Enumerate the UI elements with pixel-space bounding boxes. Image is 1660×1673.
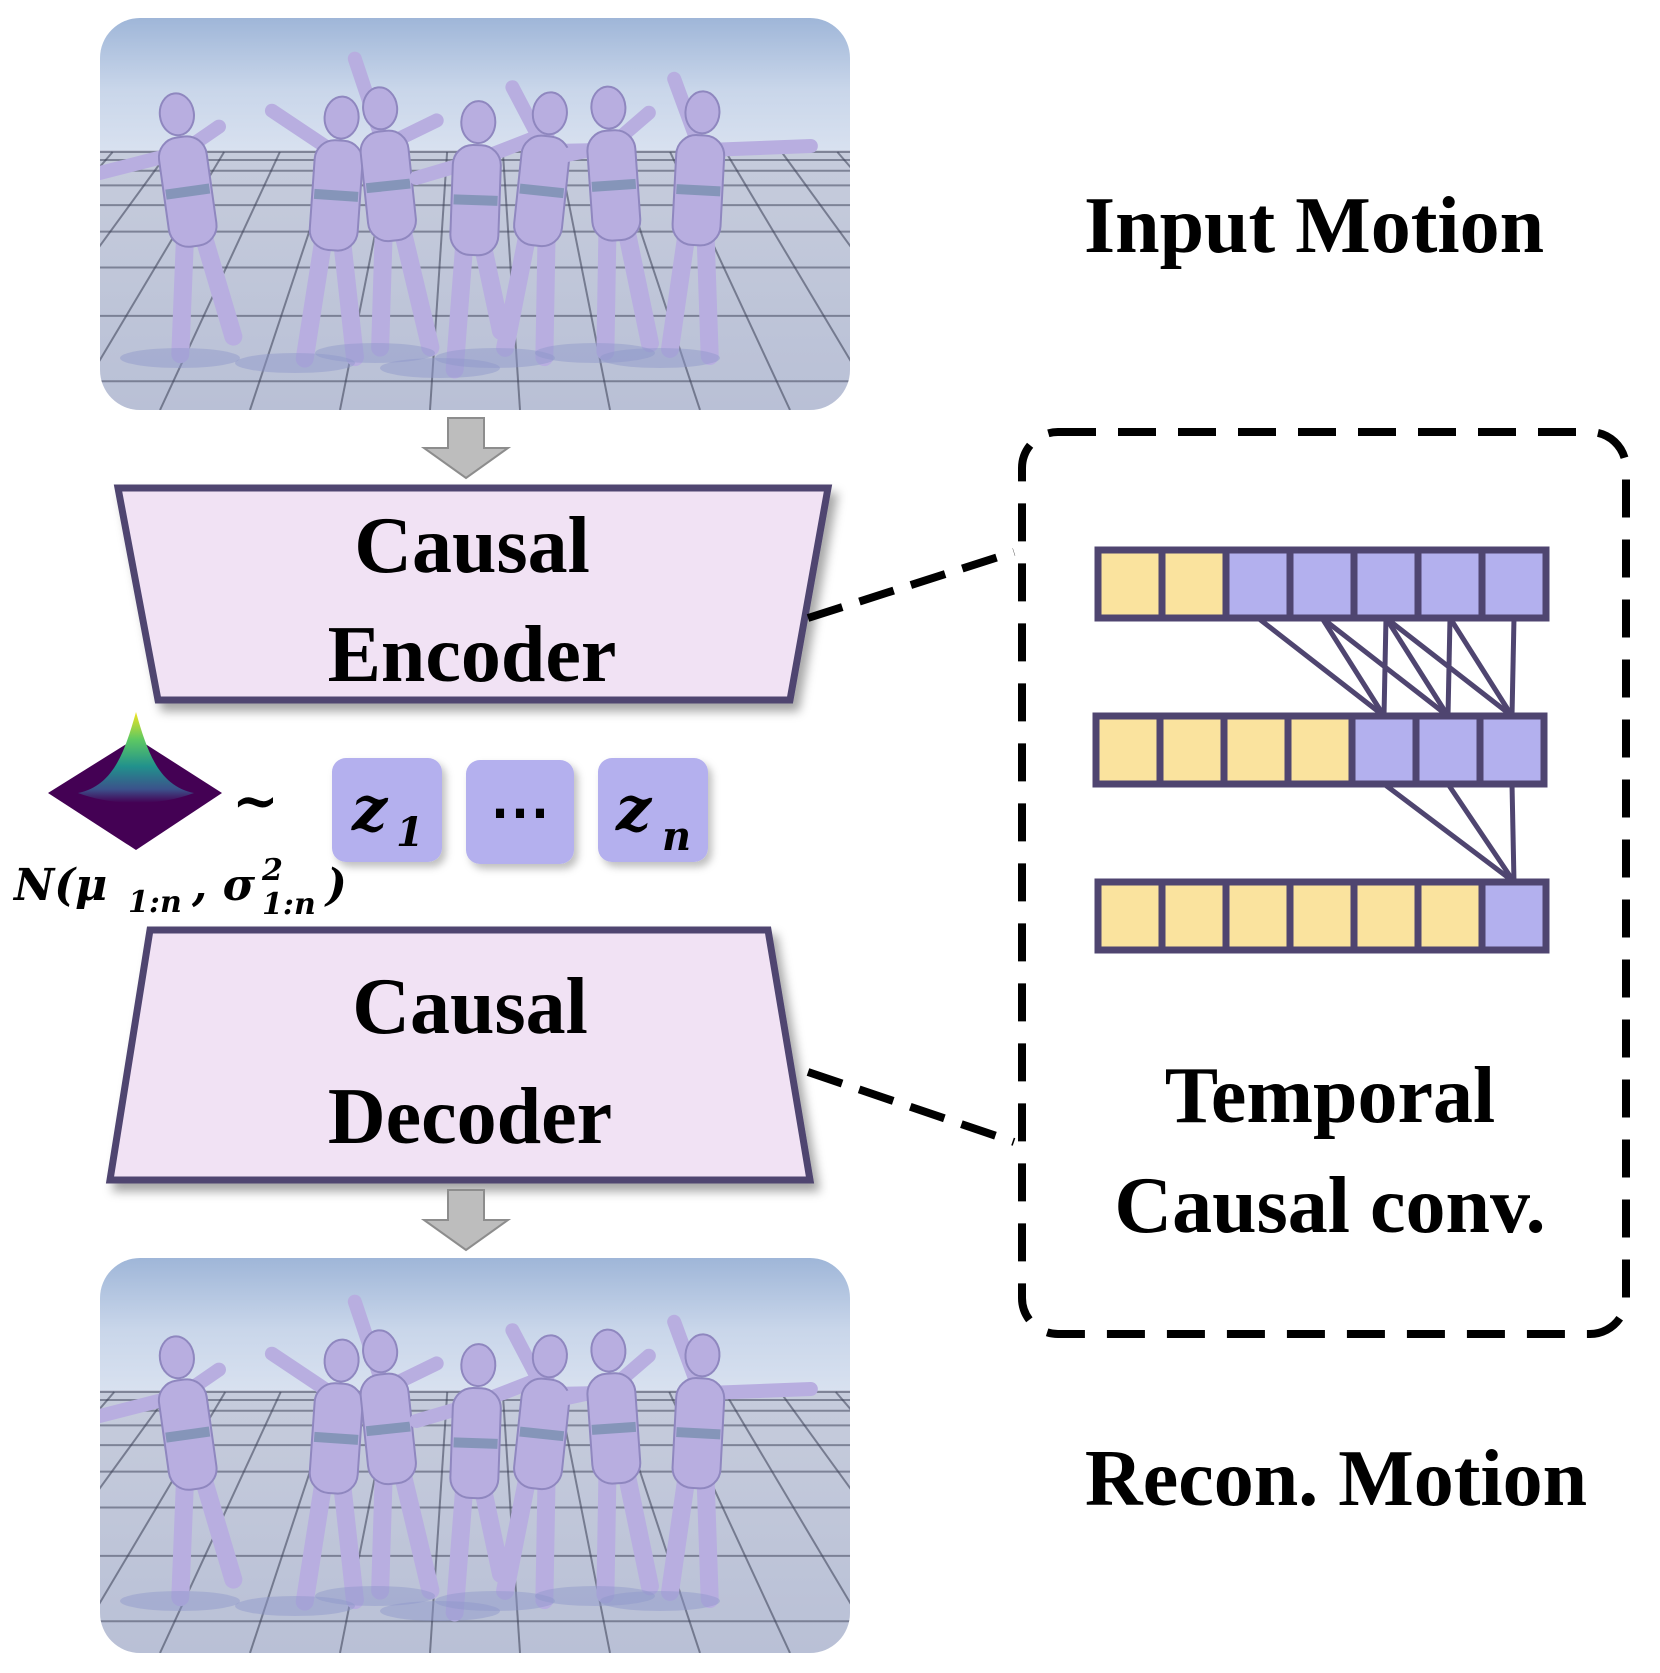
conv-cell-r2-c6 [1412,712,1484,788]
decoder-label-line2: Decoder [328,1073,612,1161]
input-motion-image [100,18,850,410]
causal-encoder-block: Causal Encoder [113,484,833,704]
conv-connection-line [1445,782,1517,884]
conv-cell-r2-c2 [1156,712,1228,788]
tilde-symbol: ~ [232,768,279,834]
formula-close: ) [324,860,347,911]
formula-prefix: N(μ [12,860,107,911]
conv-cell-r1-c4 [1286,546,1358,622]
conv-cell-r3-c1 [1094,878,1166,954]
conv-cell-r2-c4 [1284,712,1356,788]
encoder-label-line1: Causal [354,502,590,590]
conv-connection-line [1256,616,1386,718]
down-arrow-icon [420,417,512,480]
conv-cell-r1-c5 [1350,546,1422,622]
dancer-figure [661,1314,818,1609]
dancer-figure [347,51,444,357]
conv-connections [1256,616,1517,884]
formula-sigma-sup: 2 [261,853,283,888]
dancer-figure [409,1343,555,1622]
conv-cell-r1-c2 [1158,546,1230,622]
conv-connection-line [1382,782,1516,884]
dancer-figure [534,85,659,361]
latent-z1-var: z [351,772,389,845]
figure-group [100,51,818,379]
temporal-label-line1: Temporal [1165,1052,1495,1140]
dancer-figure [347,1294,444,1600]
conv-cell-r3-c6 [1414,878,1486,954]
conv-cell-r3-c2 [1158,878,1230,954]
conv-cell-r2-c5 [1348,712,1420,788]
conv-connection-line [1319,616,1387,718]
conv-cell-r2-c3 [1220,712,1292,788]
gaussian-distribution-icon [48,712,222,850]
dancer-figure [409,100,555,379]
encoder-connector-line [806,548,1016,622]
latent-zn-var: z [615,772,653,845]
conv-cell-r1-c6 [1414,546,1486,622]
decoder-connector-line [806,1068,1016,1146]
decoder-label-line1: Causal [352,963,588,1051]
conv-cell-r2-c7 [1476,712,1548,788]
conv-cells [1092,546,1550,954]
latent-token-ellipsis: ⋯ [466,760,574,864]
formula-mu-sub: 1:n [128,885,182,920]
conv-connection-line [1509,617,1517,717]
conv-connection-line [1447,616,1515,718]
dancer-figure [100,1335,243,1607]
latent-zn-sub: n [662,813,691,860]
distribution-formula: N(μ 1:n , σ 2 1:n ) [12,853,347,922]
conv-cell-r1-c7 [1478,546,1550,622]
input-motion-label: Input Motion [1084,182,1544,270]
conv-connection-line [1383,616,1451,718]
formula-sigma-sub: 1:n [262,887,316,922]
latent-token-zn: z n [598,758,708,862]
recon-motion-image [100,1258,850,1653]
latent-token-z1: z 1 [332,758,442,862]
conv-cell-r3-c4 [1286,878,1358,954]
conv-cell-r3-c3 [1222,878,1294,954]
conv-cell-r2-c1 [1092,712,1164,788]
down-arrow-icon [420,1189,512,1252]
latent-z1-sub: 1 [396,809,424,856]
temporal-causal-conv-panel: Temporal Causal conv. [1018,428,1630,1338]
causal-decoder-block: Causal Decoder [105,926,815,1184]
dancer-figure [534,1328,659,1604]
dancer-figure [100,92,243,364]
conv-cell-r3-c7 [1478,878,1550,954]
latent-ellipsis: ⋯ [490,779,550,845]
conv-connection-line [1320,616,1450,718]
dancer-figure [264,1338,396,1611]
recon-motion-label: Recon. Motion [1085,1435,1587,1523]
encoder-label-line2: Encoder [328,611,617,699]
temporal-label-line2: Causal conv. [1114,1162,1545,1250]
conv-cell-r1-c1 [1094,546,1166,622]
figure-group [100,1294,818,1622]
dancer-figure [661,71,818,366]
dancer-figure [264,95,396,368]
conv-connection-line [1509,783,1517,883]
formula-sigma: , σ [191,860,256,911]
conv-cell-r1-c3 [1222,546,1294,622]
conv-connection-line [1384,616,1514,718]
conv-cell-r3-c5 [1350,878,1422,954]
